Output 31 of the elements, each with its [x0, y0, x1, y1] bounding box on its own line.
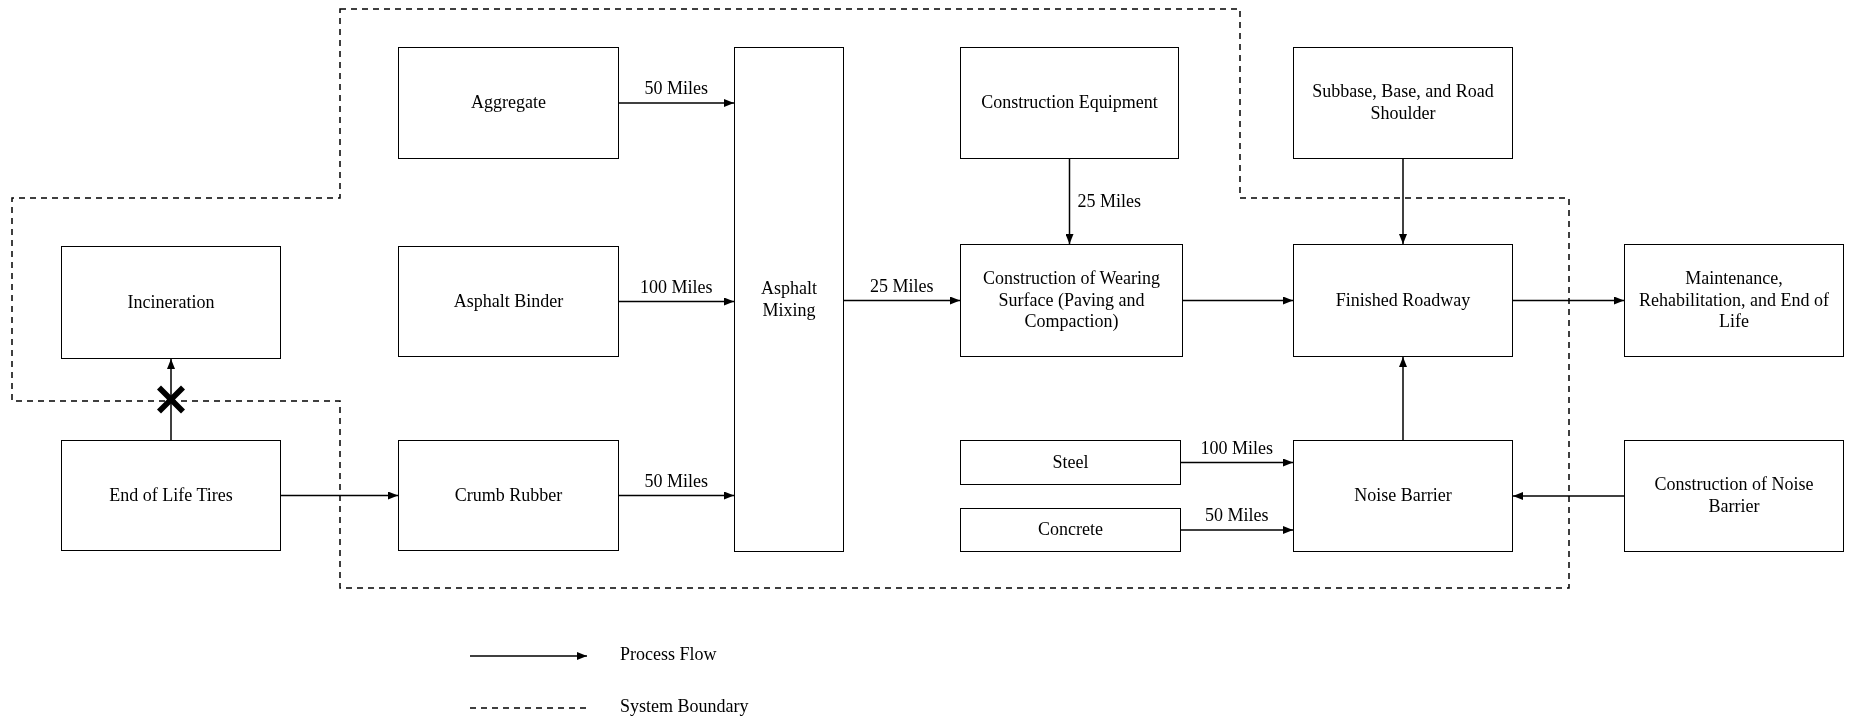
process-box: Construction of Wearing Surface (Paving and Compaction) — [960, 244, 1183, 357]
process-box: Construction Equipment — [960, 47, 1179, 159]
arrow — [280, 491, 399, 500]
arrow — [1180, 526, 1294, 534]
arrow — [1065, 158, 1074, 245]
process-box: Asphalt Binder — [398, 246, 619, 357]
arrow — [843, 296, 961, 305]
legend-text: System Boundary — [620, 697, 749, 717]
process-box: Finished Roadway — [1293, 244, 1513, 357]
process-box: End of Life Tires — [61, 440, 281, 551]
arrow — [618, 491, 735, 500]
process-box: Construction of Noise Barrier — [1624, 440, 1844, 552]
arrow — [618, 99, 735, 107]
process-box: Crumb Rubber — [398, 440, 619, 551]
process-box: Incineration — [61, 246, 281, 359]
process-box: Subbase, Base, and Road Shoulder — [1293, 47, 1513, 159]
arrow — [618, 297, 735, 306]
arrow — [167, 358, 175, 441]
process-box: Noise Barrier — [1293, 440, 1513, 552]
process-box: Concrete — [960, 508, 1181, 552]
arrow — [1399, 158, 1407, 245]
arrow — [1512, 492, 1625, 500]
process-box: Aggregate — [398, 47, 619, 159]
legend-text: Process Flow — [620, 645, 717, 665]
process-box: Asphalt Mixing — [734, 47, 844, 552]
arrow — [1180, 458, 1294, 467]
process-box: Steel — [960, 440, 1181, 485]
arrow — [1399, 356, 1407, 441]
arrow — [1512, 296, 1625, 305]
arrow — [1182, 296, 1294, 305]
process-box: Maintenance, Rehabilitation, and End of Life — [1624, 244, 1844, 357]
